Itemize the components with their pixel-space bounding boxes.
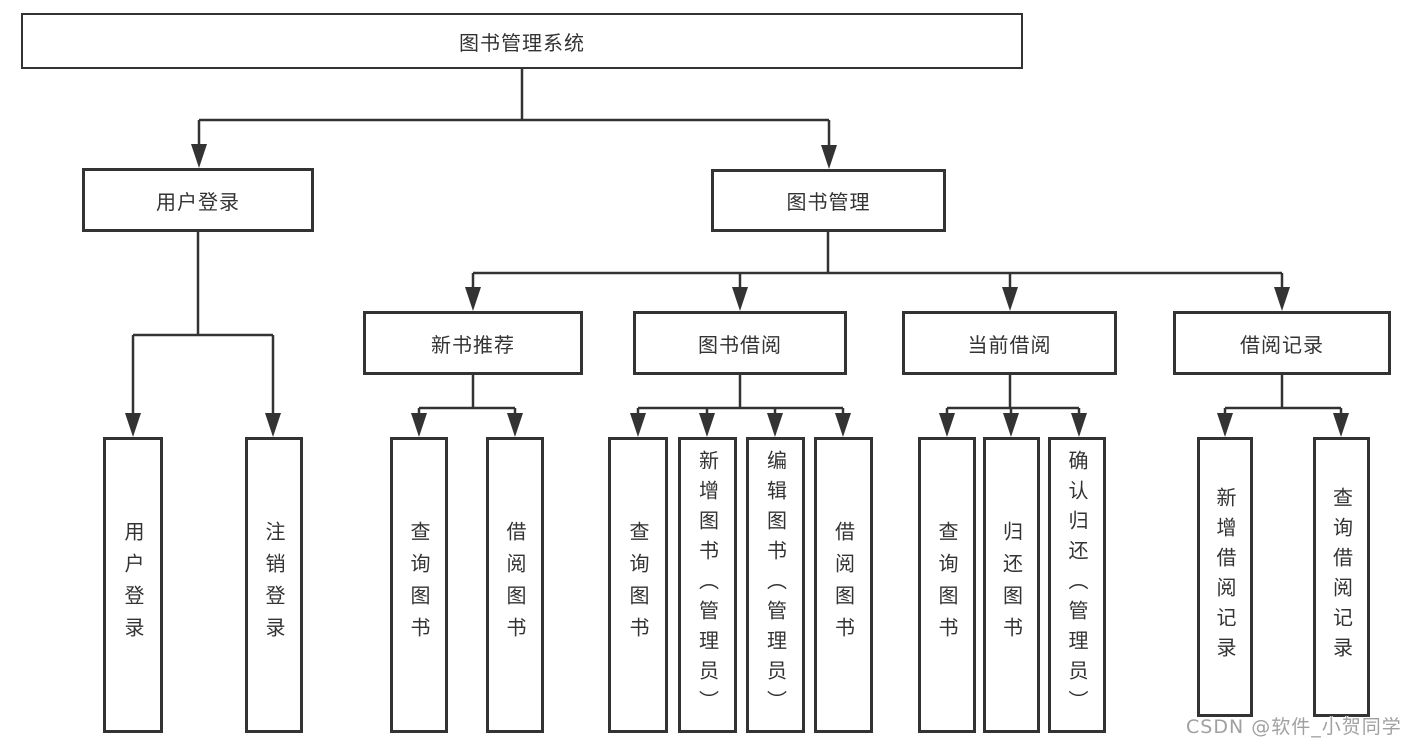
leaf-borrow-books: 借阅图书 — [814, 437, 873, 733]
connector-record-to-leaves — [1217, 375, 1349, 437]
connector-borrow-to-leaves — [630, 375, 851, 437]
node-current-borrowing: 当前借阅 — [902, 311, 1117, 375]
csdn-watermark: CSDN @软件_小贺同学 — [1186, 716, 1402, 738]
connector-newbook-to-leaves — [411, 375, 523, 437]
leaf-query-books-borrowing: 查询图书 — [608, 437, 668, 733]
leaf-query-books-current: 查询图书 — [918, 437, 976, 733]
leaf-edit-books-admin: 编辑图书（管理员） — [746, 437, 805, 733]
connector-root-to-level2 — [191, 69, 837, 169]
leaf-add-borrow-record: 新增借阅记录 — [1197, 437, 1253, 717]
node-user-login: 用户登录 — [82, 168, 314, 232]
leaf-return-books: 归还图书 — [983, 437, 1040, 733]
leaf-logout: 注销登录 — [245, 437, 303, 733]
leaf-query-borrow-record: 查询借阅记录 — [1313, 437, 1370, 717]
node-library-management-system: 图书管理系统 — [21, 13, 1023, 69]
connector-login-to-leaves — [125, 232, 281, 437]
node-borrowing-records: 借阅记录 — [1173, 311, 1391, 375]
node-new-book-recommend: 新书推荐 — [363, 311, 583, 375]
leaf-confirm-return-admin: 确认归还（管理员） — [1048, 437, 1106, 733]
leaf-query-books-recommend: 查询图书 — [390, 437, 448, 733]
leaf-user-login: 用户登录 — [103, 437, 163, 733]
node-book-management: 图书管理 — [711, 169, 946, 232]
leaf-add-books-admin: 新增图书（管理员） — [678, 437, 737, 733]
leaf-borrow-books-recommend: 借阅图书 — [486, 437, 544, 733]
node-book-borrowing: 图书借阅 — [633, 311, 847, 375]
connector-mgmt-to-level3 — [465, 232, 1290, 311]
connector-current-to-leaves — [939, 375, 1087, 437]
